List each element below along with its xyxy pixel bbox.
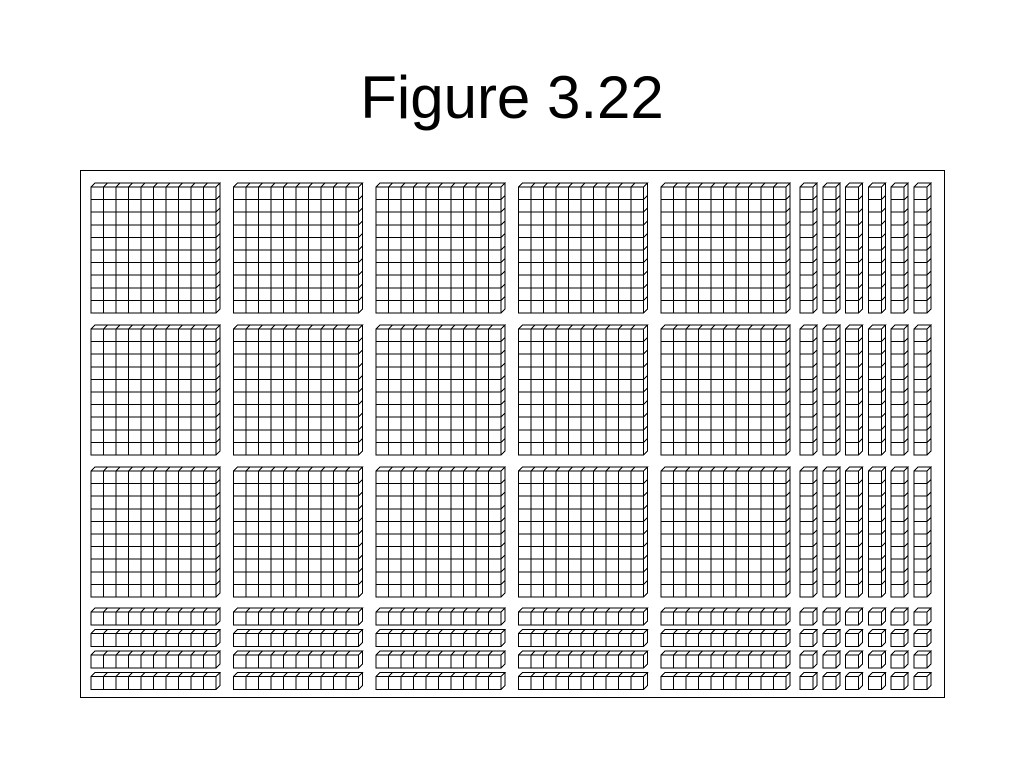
slide-title: Figure 3.22	[360, 64, 664, 131]
ten-rod	[375, 650, 507, 669]
unit-cube	[799, 672, 819, 690]
ten-rod	[375, 672, 507, 690]
ten-rod	[660, 629, 792, 647]
hundred-flat	[233, 182, 364, 314]
unit-cube	[867, 629, 887, 647]
unit-cube	[845, 650, 864, 669]
unit-cube	[799, 629, 819, 647]
hundred-flat	[518, 182, 649, 314]
ten-rod	[233, 607, 364, 626]
unit-cube	[890, 629, 910, 647]
unit-cube	[822, 607, 842, 626]
hundred-flat	[518, 466, 649, 598]
ten-rod	[822, 466, 842, 598]
unit-cube	[890, 650, 910, 669]
ten-rod	[233, 672, 364, 690]
hundred-flat	[375, 182, 507, 314]
ten-rod	[867, 324, 887, 456]
ten-rod	[890, 182, 910, 314]
ten-rod	[822, 324, 842, 456]
hundred-flat	[660, 466, 792, 598]
unit-cube	[890, 607, 910, 626]
ten-rod	[799, 182, 819, 314]
ten-rod	[913, 324, 933, 456]
unit-cube	[845, 672, 864, 690]
figure-frame	[80, 170, 945, 698]
unit-cube	[867, 672, 887, 690]
unit-cube	[799, 607, 819, 626]
hundred-flat	[90, 466, 222, 598]
hundred-flat	[660, 324, 792, 456]
ten-rod	[90, 607, 222, 626]
ten-rod	[90, 650, 222, 669]
hundred-flat	[660, 182, 792, 314]
ten-rod	[845, 466, 864, 598]
ten-rod	[375, 629, 507, 647]
unit-cube	[867, 650, 887, 669]
hundred-flat	[233, 324, 364, 456]
ten-rod	[90, 629, 222, 647]
ten-rod	[518, 672, 649, 690]
unit-cube	[822, 650, 842, 669]
ten-rod	[233, 629, 364, 647]
ten-rod	[913, 182, 933, 314]
blocks-layer	[90, 182, 933, 690]
ten-rod	[660, 672, 792, 690]
unit-cube	[913, 629, 933, 647]
ten-rod	[845, 324, 864, 456]
ten-rod	[890, 466, 910, 598]
ten-rod	[799, 324, 819, 456]
ten-rod	[518, 650, 649, 669]
ten-rod	[90, 672, 222, 690]
unit-cube	[913, 650, 933, 669]
hundred-flat	[90, 182, 222, 314]
ten-rod	[867, 466, 887, 598]
hundred-flat	[375, 324, 507, 456]
ten-rod	[233, 650, 364, 669]
unit-cube	[845, 607, 864, 626]
unit-cube	[822, 629, 842, 647]
hundred-flat	[90, 324, 222, 456]
hundred-flat	[518, 324, 649, 456]
hundred-flat	[375, 466, 507, 598]
ten-rod	[518, 629, 649, 647]
ten-rod	[822, 182, 842, 314]
unit-cube	[799, 650, 819, 669]
ten-rod	[890, 324, 910, 456]
hundred-flat	[233, 466, 364, 598]
ten-rod	[867, 182, 887, 314]
ten-rod	[913, 466, 933, 598]
ten-rod	[845, 182, 864, 314]
unit-cube	[913, 672, 933, 690]
ten-rod	[660, 650, 792, 669]
unit-cube	[822, 672, 842, 690]
ten-rod	[799, 466, 819, 598]
ten-rod	[660, 607, 792, 626]
unit-cube	[913, 607, 933, 626]
ten-rod	[375, 607, 507, 626]
ten-rod	[518, 607, 649, 626]
unit-cube	[867, 607, 887, 626]
unit-cube	[890, 672, 910, 690]
unit-cube	[845, 629, 864, 647]
